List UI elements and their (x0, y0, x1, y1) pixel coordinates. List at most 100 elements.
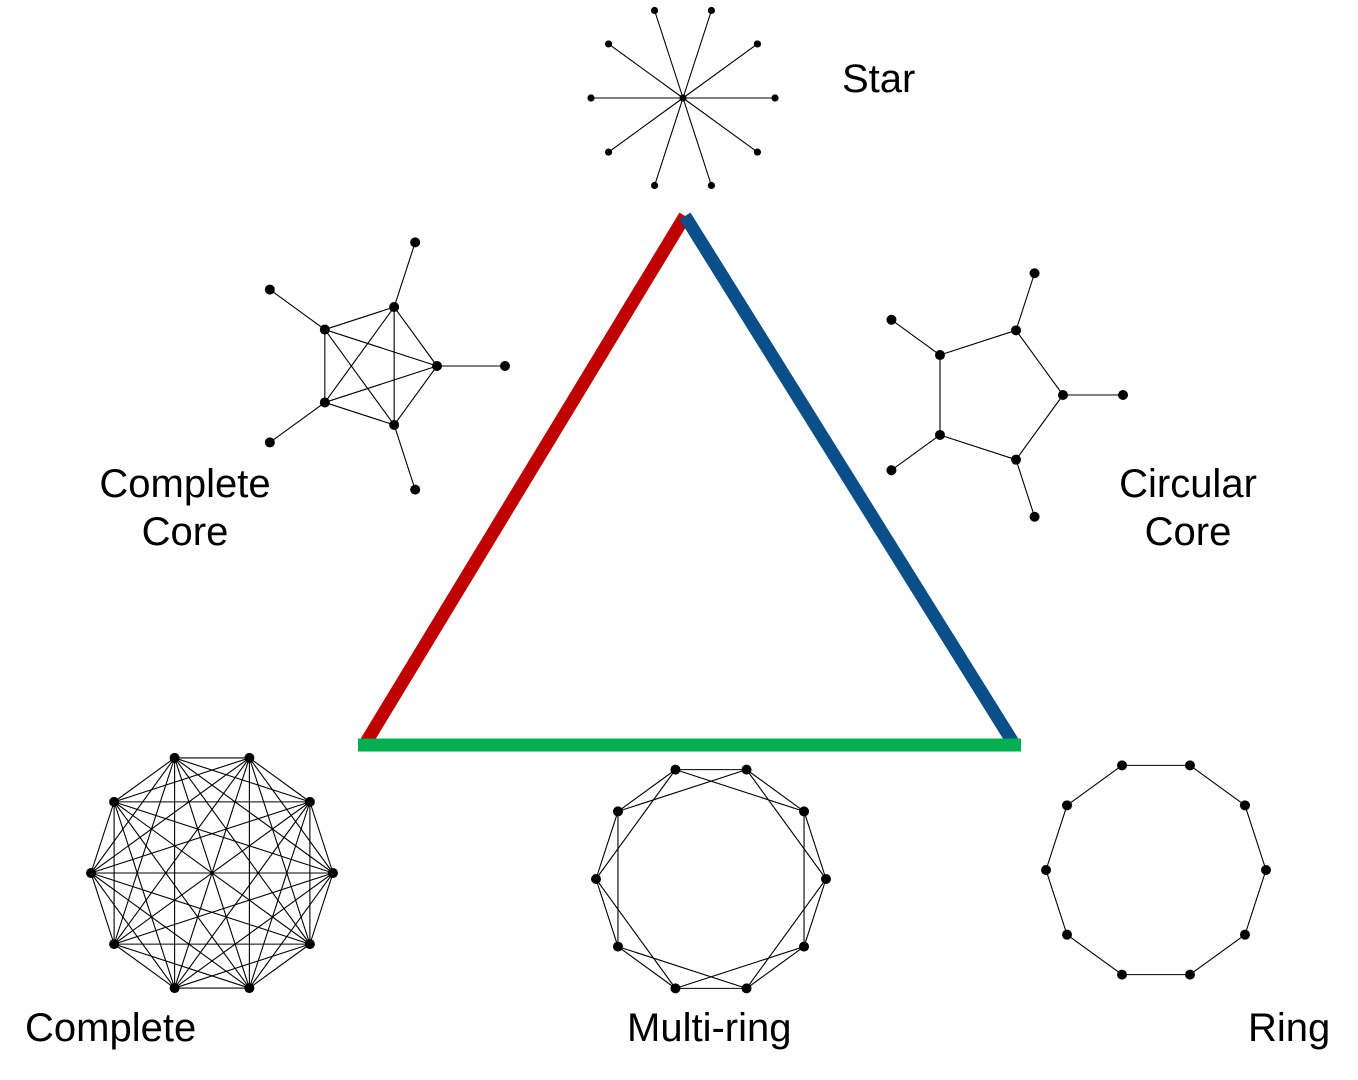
multi-ring-node (741, 983, 752, 994)
topology-triangle (358, 212, 1021, 752)
circular-core-label-line1: Circular (1119, 462, 1257, 506)
ring-node (1117, 969, 1128, 980)
multi-ring-edge (617, 769, 747, 812)
star-graph (587, 6, 779, 190)
complete-edge (113, 801, 176, 989)
complete-core-node (319, 324, 330, 335)
ring-node (1117, 760, 1128, 771)
circular-core-edge (1015, 330, 1064, 396)
complete-edge (90, 801, 115, 874)
ring-edge (1045, 805, 1068, 871)
multi-ring-edge (803, 811, 827, 880)
circular-core-label: Circular Core (1108, 460, 1268, 556)
multi-ring-node (799, 941, 810, 952)
star-leaf-node (707, 6, 716, 15)
ring-node (1239, 800, 1250, 811)
star-leaf-node (604, 40, 613, 48)
circular-core-pendant-node (1029, 511, 1040, 522)
multi-ring-edge (746, 946, 805, 989)
complete-core-pendant-edge (393, 424, 416, 490)
complete-core-pendant-node (410, 484, 421, 495)
complete-edge (90, 872, 250, 989)
complete-edge (113, 943, 175, 989)
multi-ring-edge (617, 946, 676, 989)
star-label: Star (842, 57, 916, 101)
ring-edge (1066, 764, 1123, 806)
complete-node (169, 983, 180, 994)
complete-core-pendant-edge (269, 289, 326, 331)
complete-core-edge (393, 306, 438, 367)
complete-core-pendant-edge (269, 401, 326, 443)
multi-ring-edge (746, 769, 827, 880)
star-leaf-node (650, 181, 659, 190)
complete-label: Complete (25, 1006, 197, 1050)
star-leaf-node (650, 6, 659, 15)
complete-core-graph (264, 237, 510, 495)
circular-core-edge (939, 434, 1017, 461)
complete-node (304, 939, 315, 950)
complete-node (328, 868, 338, 878)
star-edge (654, 10, 684, 99)
multi-ring-node (612, 941, 623, 952)
ring-node (1239, 929, 1250, 940)
ring-label: Ring (1248, 1006, 1331, 1050)
complete-node (244, 752, 255, 763)
complete-edge (90, 757, 250, 874)
multi-ring-node (670, 764, 681, 775)
star-leaf-node (587, 94, 595, 102)
complete-edge (113, 757, 250, 945)
complete-edge (174, 757, 311, 803)
circular-core-node (1058, 390, 1068, 400)
circular-core-edge (939, 329, 1017, 356)
circular-core-pendant-node (886, 314, 897, 325)
complete-core-edge (324, 401, 395, 426)
multi-ring-node (612, 806, 623, 817)
complete-edge (249, 757, 311, 803)
complete-edge (174, 757, 334, 874)
complete-graph (86, 752, 338, 994)
circular-core-node (1011, 454, 1022, 465)
star-leaf-node (707, 181, 716, 190)
circular-core-pendant-edge (891, 434, 941, 471)
complete-edge (174, 801, 311, 989)
multi-ring-edge (595, 811, 619, 880)
complete-edge (90, 801, 311, 874)
multi-ring-edge (617, 946, 747, 989)
multi-ring-edge (675, 946, 805, 989)
complete-node (244, 983, 255, 994)
ring-edge (1189, 934, 1246, 976)
ring-edge (1244, 805, 1267, 871)
complete-edge (174, 872, 334, 989)
star-edge (654, 97, 684, 186)
complete-edge (248, 757, 311, 945)
multi-ring-edge (746, 878, 827, 989)
complete-node (109, 796, 120, 807)
circular-core-pendant-edge (1015, 273, 1036, 331)
ring-edge (1066, 934, 1123, 976)
complete-edge (249, 943, 311, 989)
multi-ring-edge (675, 769, 805, 812)
ring-node (1062, 800, 1073, 811)
complete-node (109, 939, 120, 950)
multi-ring-node (591, 874, 601, 884)
circular-core-pendant-edge (891, 319, 941, 356)
complete-core-node (389, 302, 400, 313)
star-edge (608, 97, 684, 153)
triangle-right-edge (679, 212, 1020, 748)
complete-edge (113, 801, 311, 945)
complete-core-node (432, 361, 442, 371)
multi-ring-edge (595, 878, 619, 947)
complete-core-edge (324, 329, 438, 367)
complete-core-pendant-edge (393, 242, 416, 308)
ring-edge (1189, 764, 1246, 806)
complete-core-edge (324, 306, 395, 331)
complete-core-edge (393, 365, 438, 426)
multi-ring-label: Multi-ring (627, 1006, 792, 1050)
multi-ring-graph (591, 764, 831, 994)
ring-edge (1045, 869, 1068, 935)
complete-core-pendant-node (264, 284, 275, 295)
complete-edge (309, 801, 334, 874)
circular-core-pendant-edge (1015, 459, 1036, 517)
star-edge (682, 10, 712, 99)
circular-core-edge (1015, 394, 1064, 460)
